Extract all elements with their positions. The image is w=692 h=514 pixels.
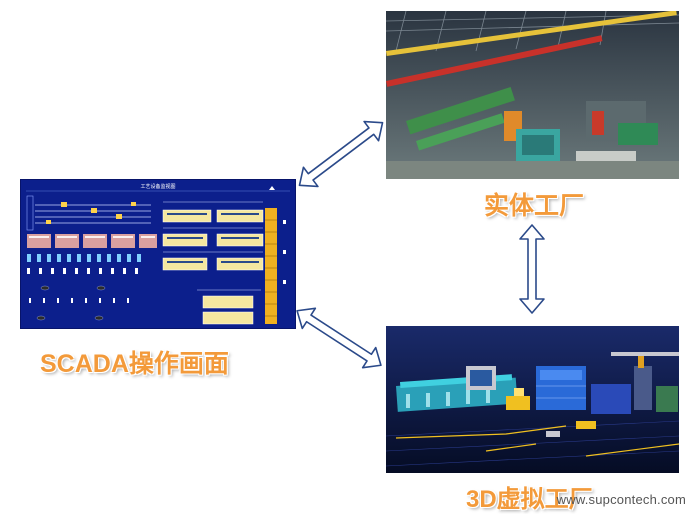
watermark: www.supcontech.com xyxy=(556,492,686,507)
physical-factory-photo xyxy=(386,11,679,179)
double-arrow-icon xyxy=(519,224,545,314)
double-arrow-icon xyxy=(296,307,382,369)
scada-caption: SCADA操作画面 xyxy=(40,350,229,378)
scada-screen-title: 工艺设备监视图 xyxy=(140,183,175,190)
physical-factory-caption: 实体工厂 xyxy=(484,192,585,220)
virtual-factory-render xyxy=(386,326,679,473)
scada-screen-image: 工艺设备监视图 xyxy=(20,179,296,329)
double-arrow-icon xyxy=(298,120,384,188)
